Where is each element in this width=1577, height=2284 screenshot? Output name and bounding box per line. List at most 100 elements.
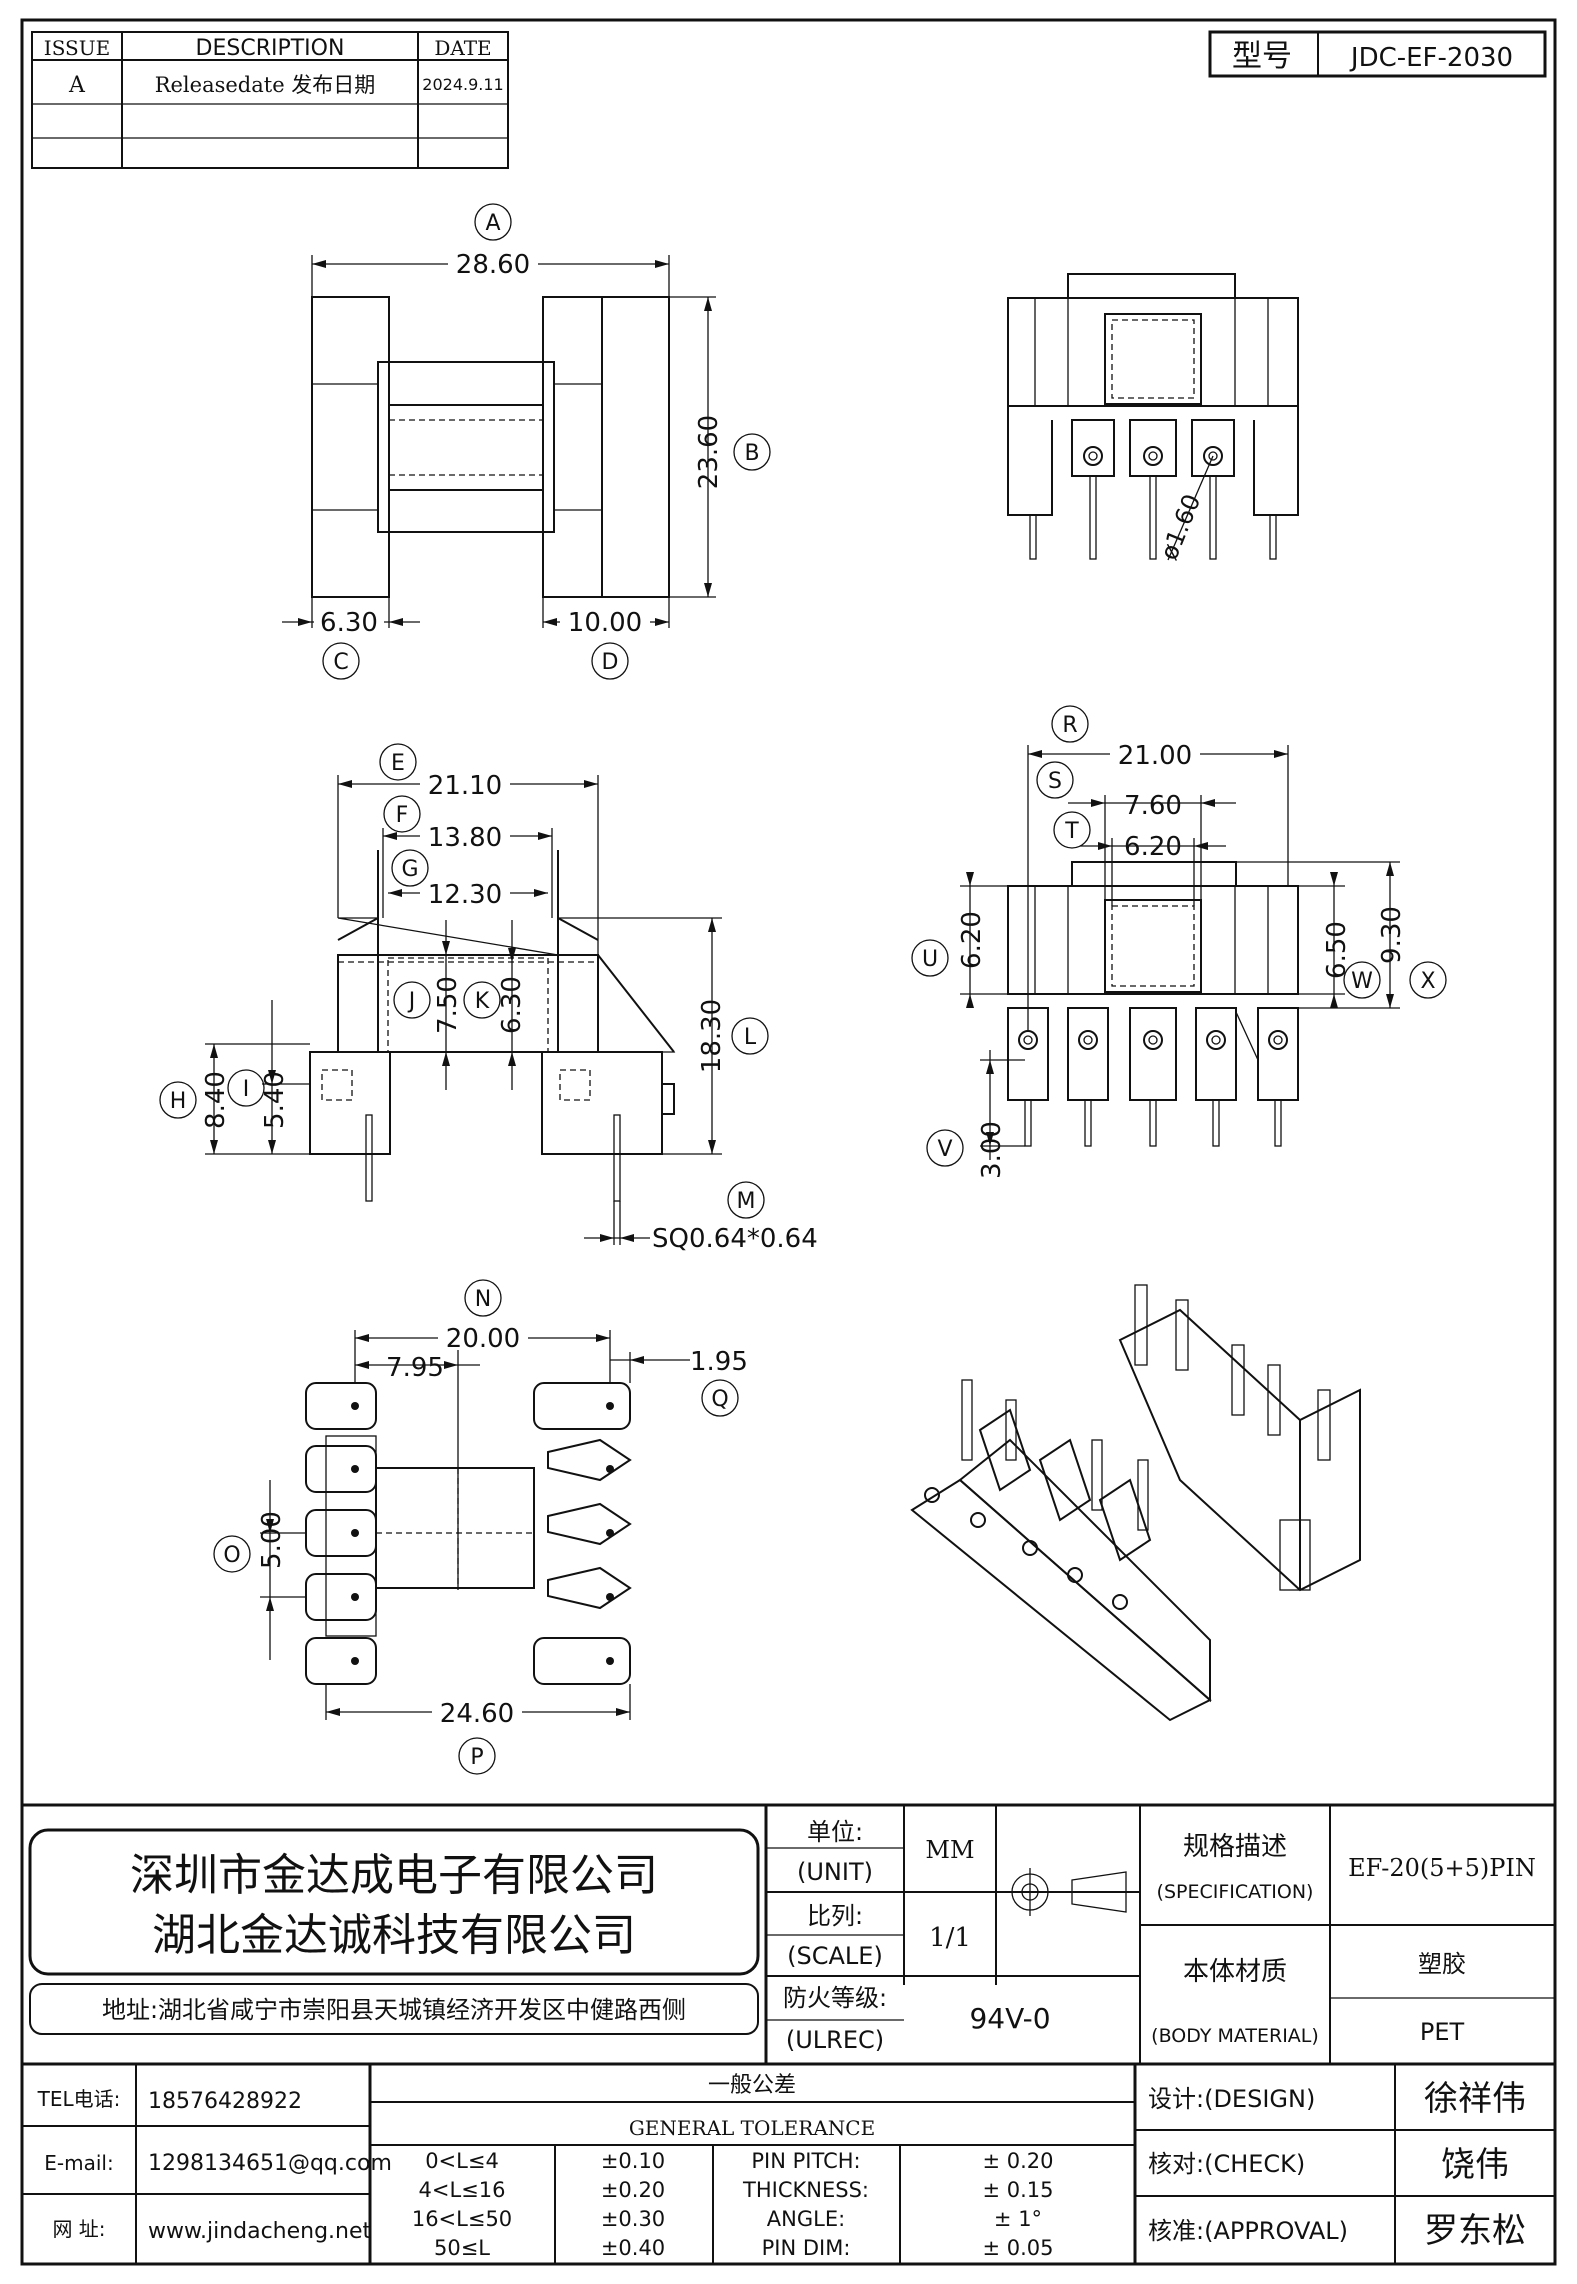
- svg-text:C: C: [333, 650, 348, 675]
- balloon-u: U: [911, 939, 949, 977]
- dim-k-value: 6.30: [497, 976, 527, 1034]
- rev-header-issue: ISSUE: [44, 36, 110, 60]
- ul-label-en: (ULREC): [786, 2026, 884, 2054]
- dim-f-value: 13.80: [428, 823, 502, 853]
- svg-text:E: E: [391, 751, 405, 776]
- tol-value-4: ±0.40: [601, 2236, 665, 2260]
- dim-x-value: 9.30: [1377, 906, 1407, 964]
- svg-text:S: S: [1048, 769, 1062, 794]
- dim-n-value: 20.00: [446, 1324, 520, 1354]
- balloon-b: B: [733, 433, 771, 471]
- design-name: 徐祥伟: [1424, 2079, 1526, 2119]
- view-front: ø1.60: [1007, 273, 1299, 564]
- balloon-l: L: [731, 1017, 769, 1055]
- ul-value: 94V-0: [969, 2002, 1050, 2035]
- balloon-i: I: [227, 1069, 265, 1107]
- tolerance-rows: 0<L≤4 ±0.10 PIN PITCH: ± 0.20 4<L≤16 ±0.…: [412, 2149, 1054, 2260]
- tol-value-3: ±0.30: [601, 2207, 665, 2231]
- tol-label-2: THICKNESS:: [742, 2178, 869, 2202]
- balloon-d: D: [591, 642, 629, 680]
- balloon-x: X: [1409, 961, 1447, 999]
- balloon-w: W: [1343, 961, 1381, 999]
- balloon-n: N: [464, 1279, 502, 1317]
- view-end: 21.00 7.60 6.20 6.20 6.50 9.30: [957, 738, 1407, 1179]
- dim-d-value: 10.00: [568, 608, 642, 638]
- company-name-2: 湖北金达诚科技有限公司: [152, 1910, 636, 1961]
- balloon-a: A: [474, 203, 512, 241]
- email-value: 1298134651@qq.com: [148, 2151, 392, 2176]
- svg-text:Q: Q: [711, 1387, 728, 1412]
- approval-label: 核准:(APPROVAL): [1148, 2217, 1348, 2245]
- dim-l-value: 18.30: [697, 999, 727, 1073]
- model-number: JDC-EF-2030: [1349, 43, 1513, 73]
- svg-text:U: U: [922, 947, 938, 972]
- svg-text:P: P: [470, 1745, 483, 1770]
- svg-text:M: M: [737, 1189, 756, 1214]
- rev-header-date: DATE: [434, 36, 491, 60]
- dim-e-value: 21.10: [428, 771, 502, 801]
- scale-value: 1/1: [929, 1923, 971, 1953]
- svg-text:V: V: [937, 1137, 952, 1162]
- tol-spec-1: ± 0.20: [982, 2149, 1053, 2173]
- model-label: 型号: [1232, 39, 1292, 74]
- dim-r-value: 21.00: [1118, 741, 1192, 771]
- view-bottom: 20.00 7.95 1.95 5.00 24.60: [257, 1322, 748, 1729]
- dim-q-value: 1.95: [690, 1347, 748, 1377]
- svg-text:L: L: [744, 1025, 757, 1050]
- balloon-j: J: [393, 981, 431, 1019]
- balloon-t: T: [1053, 811, 1091, 849]
- balloon-c: C: [322, 642, 360, 680]
- tol-range-3: 16<L≤50: [412, 2207, 512, 2231]
- svg-text:F: F: [396, 803, 409, 828]
- spec-label-en: (SPECIFICATION): [1157, 1881, 1314, 1903]
- dim-b-value: 23.60: [694, 415, 724, 489]
- dim-h-value: 8.40: [201, 1071, 231, 1129]
- dim-n2-value: 7.95: [386, 1353, 444, 1383]
- tol-range-4: 50≤L: [434, 2236, 490, 2260]
- company-address: 地址:湖北省咸宁市崇阳县天城镇经济开发区中健路西侧: [102, 1996, 686, 2024]
- balloon-o: O: [213, 1535, 251, 1573]
- tol-label-3: ANGLE:: [767, 2207, 845, 2231]
- balloon-v: V: [926, 1129, 964, 1167]
- balloon-p: P: [458, 1737, 496, 1775]
- balloons: A B C D E F G H I J K L M R S T U V W X …: [159, 203, 1447, 1775]
- projection-symbol: [1006, 1868, 1132, 1916]
- tol-spec-4: ± 0.05: [982, 2236, 1053, 2260]
- rev-description-a: Releasedate 发布日期: [155, 73, 376, 97]
- svg-text:B: B: [744, 441, 759, 466]
- spec-value: EF-20(5+5)PIN: [1348, 1854, 1536, 1882]
- view-isometric: [910, 1284, 1361, 1722]
- svg-text:G: G: [401, 857, 418, 882]
- company-name-1: 深圳市金达成电子有限公司: [130, 1850, 658, 1901]
- dim-m-value: SQ0.64*0.64: [652, 1224, 818, 1254]
- balloon-g: G: [391, 849, 429, 887]
- design-label: 设计:(DESIGN): [1148, 2085, 1315, 2113]
- tol-spec-2: ± 0.15: [982, 2178, 1053, 2202]
- tolerance-title-en: GENERAL TOLERANCE: [629, 2116, 875, 2140]
- rev-header-description: DESCRIPTION: [196, 36, 345, 61]
- dim-i-value: 5.40: [260, 1071, 290, 1129]
- balloon-f: F: [383, 795, 421, 833]
- unit-label-en: (UNIT): [797, 1858, 873, 1886]
- svg-text:T: T: [1064, 819, 1079, 844]
- dim-s-value: 7.60: [1124, 791, 1182, 821]
- tol-label-4: PIN DIM:: [762, 2236, 851, 2260]
- material-label-cn: 本体材质: [1183, 1957, 1287, 1987]
- unit-label-cn: 单位:: [807, 1818, 863, 1846]
- material-label-en: (BODY MATERIAL): [1151, 2025, 1319, 2047]
- svg-text:X: X: [1420, 969, 1435, 994]
- check-name: 饶伟: [1441, 2145, 1509, 2185]
- balloon-q: Q: [701, 1379, 739, 1417]
- dim-c-value: 6.30: [320, 608, 378, 638]
- revision-table: ISSUE DESCRIPTION DATE A Releasedate 发布日…: [31, 31, 509, 169]
- tol-spec-3: ± 1°: [994, 2207, 1042, 2231]
- balloon-m: M: [727, 1181, 765, 1219]
- dim-j-value: 7.50: [433, 976, 463, 1034]
- rev-issue-a: A: [68, 73, 86, 98]
- scale-label-cn: 比列:: [807, 1902, 863, 1930]
- svg-text:I: I: [243, 1077, 250, 1102]
- spec-label-cn: 规格描述: [1183, 1832, 1287, 1862]
- svg-text:R: R: [1062, 713, 1077, 738]
- dim-g-value: 12.30: [428, 880, 502, 910]
- tol-range-2: 4<L≤16: [419, 2178, 506, 2202]
